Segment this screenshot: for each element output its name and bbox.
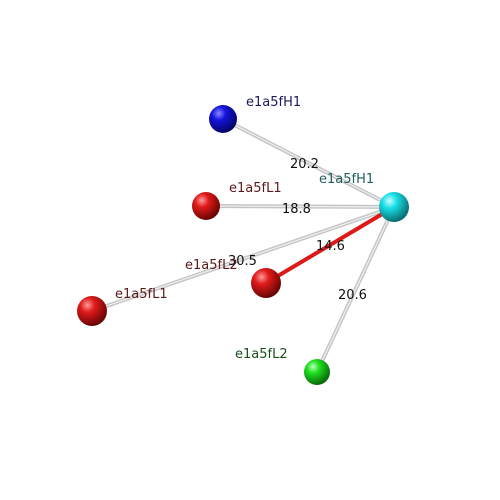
node-label-h1: e1a5fH1: [246, 95, 301, 110]
nodes: [77, 105, 409, 385]
node-hub-sphere: [379, 192, 409, 222]
node-h1-sphere: [209, 105, 237, 133]
node-label-l1-low: e1a5fL1: [115, 287, 168, 302]
node-label-l2-bot: e1a5fL2: [235, 347, 288, 362]
node-l1-top-sphere: [192, 192, 220, 220]
node-labels: e1a5fH1 e1a5fH1 e1a5fL1 e1a5fL2 e1a5fL1 …: [115, 95, 374, 362]
node-l2-bot-sphere: [304, 359, 330, 385]
edge-label-hub-l1-top: 18.8: [282, 202, 311, 217]
edge-labels: 20.2 18.8 14.6 30.5 20.6: [228, 157, 367, 303]
node-l2-mid-sphere: [251, 268, 281, 298]
node-label-l2-mid: e1a5fL2: [185, 258, 238, 273]
edge-hub-l2-mid: [264, 205, 396, 285]
edge-label-hub-l2-mid: 14.6: [316, 239, 345, 254]
edge-label-hub-l1-low: 30.5: [228, 254, 257, 269]
edge-label-hub-h1: 20.2: [290, 157, 319, 172]
node-label-hub: e1a5fH1: [319, 172, 374, 187]
edges: [90, 117, 396, 374]
node-label-l1-top: e1a5fL1: [229, 181, 282, 196]
edge-label-hub-l2-bot: 20.6: [338, 288, 367, 303]
node-l1-low-sphere: [77, 296, 107, 326]
